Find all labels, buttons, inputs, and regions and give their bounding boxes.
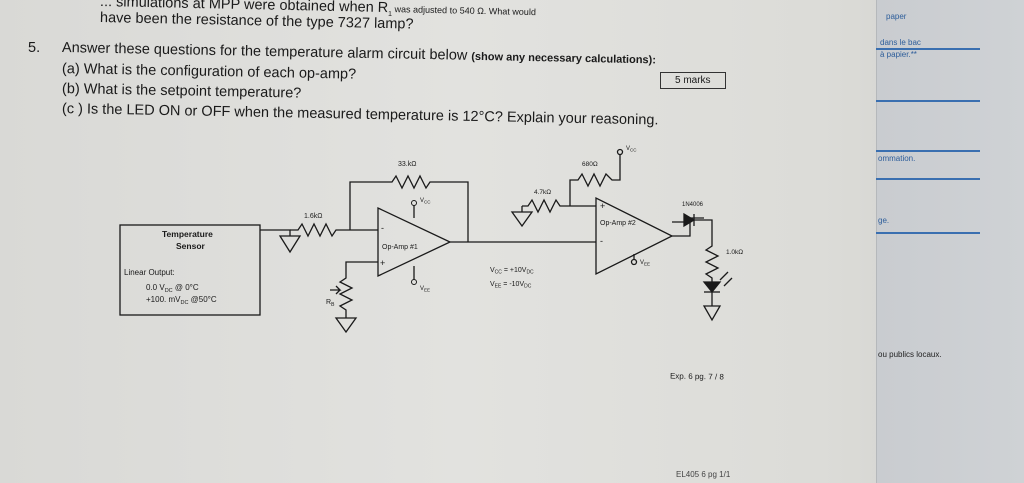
opamp1-label: Op-Amp #1: [382, 244, 418, 251]
opamp1-minus: -: [381, 223, 384, 233]
marks-box: 5 marks: [660, 72, 726, 89]
sensor-spec-50c: +100. mVDC @50°C: [146, 295, 217, 306]
vee-label-1: VEE: [420, 286, 430, 293]
vcc-label-2: VCC: [626, 146, 637, 153]
diode-label: 1N4006: [682, 202, 704, 208]
course-code: EL405 6 pg 1/1: [676, 470, 731, 479]
question-number: 5.: [28, 40, 41, 56]
circuit-diagram: Temperature Sensor Linear Output: 0.0 VD…: [119, 146, 743, 334]
sensor-title: Temperature: [162, 229, 213, 239]
rb-label: RB: [326, 299, 335, 308]
side-rule: [876, 232, 980, 234]
r47-label: 4.7kΩ: [534, 189, 551, 196]
opamp2-label: Op-Amp #2: [600, 220, 636, 227]
adjacent-page: [876, 0, 1024, 483]
side-text: ommation.: [878, 154, 916, 163]
supply-vcc: VCC = +10VDC: [490, 267, 534, 276]
r-feedback-label: 33.kΩ: [398, 161, 416, 168]
side-text: dans le bac: [880, 38, 921, 47]
opamp2-triangle: [595, 196, 674, 276]
side-rule: [876, 150, 980, 152]
side-text: à papier.**: [880, 50, 917, 59]
sensor-box: [119, 224, 261, 316]
side-rule: [876, 100, 980, 102]
ground-symbol: [278, 235, 302, 254]
opamp2-plus: +: [600, 201, 605, 211]
ground-symbol: [510, 211, 534, 228]
r-led-label: 1.0kΩ: [726, 249, 743, 256]
vee-label-2: VEE: [640, 260, 650, 267]
sensor-spec-0c: 0.0 VDC @ 0°C: [146, 283, 199, 294]
side-text: paper: [886, 12, 907, 21]
side-text: ge.: [878, 216, 890, 225]
ground-symbol: [702, 305, 722, 322]
page-number: Exp. 6 pg. 7 / 8: [669, 371, 724, 382]
ground-symbol: [334, 317, 358, 334]
side-rule: [876, 178, 980, 180]
opamp1-plus: +: [380, 258, 385, 268]
side-text: ou publics locaux.: [878, 350, 942, 359]
opamp2-minus: -: [600, 236, 603, 246]
sensor-title: Sensor: [176, 241, 206, 251]
r-input-label: 1.6kΩ: [304, 213, 322, 220]
r680-label: 680Ω: [582, 161, 598, 168]
opamp1-triangle: [377, 206, 452, 278]
supply-vee: VEE = -10VDC: [490, 281, 532, 290]
vcc-label-1: VCC: [420, 198, 431, 205]
side-rule: [876, 48, 980, 50]
sensor-output-label: Linear Output:: [124, 268, 175, 277]
